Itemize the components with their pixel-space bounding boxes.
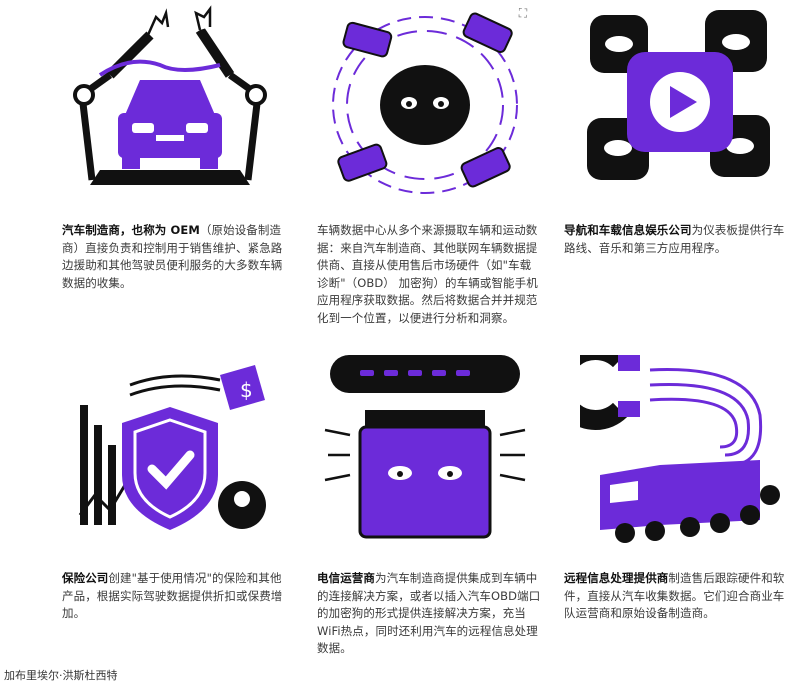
caption-navigation: 导航和车载信息娱乐公司为仪表板提供行车路线、音乐和第三方应用程序。 <box>564 222 788 257</box>
caption-telecom: 电信运营商为汽车制造商提供集成到车辆中的连接解决方案，或者以插入汽车OBD端口的… <box>317 570 542 658</box>
caption-navigation-bold: 导航和车载信息娱乐公司 <box>564 223 692 237</box>
caption-telecom-text: 为汽车制造商提供集成到车辆中的连接解决方案，或者以插入汽车OBD端口的加密狗的形… <box>317 571 541 655</box>
caption-insurance-text: 创建"基于使用情况"的保险和其他产品，根据实际驾驶数据提供折扣或保费增加。 <box>62 571 283 620</box>
caption-insurance: 保险公司创建"基于使用情况"的保险和其他产品，根据实际驾驶数据提供折扣或保费增加… <box>62 570 290 623</box>
illustration-data-hub-cars <box>325 5 525 205</box>
caption-data-hub: 车辆数据中心从多个来源摄取车辆和运动数据：来自汽车制造商、其他联网车辆数据提供商… <box>317 222 542 327</box>
caption-oem-text: （原始设备制造商）直接负责和控制用于销售维护、紧急路边援助和其他驾驶员便利服务的… <box>62 223 283 290</box>
illustration-play-screens <box>585 10 775 190</box>
illustration-robot-arms-car <box>70 5 270 200</box>
illustration-magnet-truck <box>580 355 790 555</box>
caption-insurance-bold: 保险公司 <box>62 571 109 585</box>
caption-telecom-bold: 电信运营商 <box>317 571 375 585</box>
caption-telematics-text: 制造售后跟踪硬件和软件，直接从汽车收集数据。它们迎合商业车队运营商和原始设备制造… <box>564 571 785 620</box>
caption-oem-bold: 汽车制造商，也称为 OEM <box>62 223 200 237</box>
caption-navigation-text: 为仪表板提供行车路线、音乐和第三方应用程序。 <box>564 223 785 255</box>
image-credit: 加布里埃尔·洪斯杜西特 <box>4 669 118 682</box>
svg-text:$: $ <box>240 378 253 402</box>
caption-data-hub-text: 车辆数据中心从多个来源摄取车辆和运动数据：来自汽车制造商、其他联网车辆数据提供商… <box>317 223 538 325</box>
caption-oem: 汽车制造商，也称为 OEM（原始设备制造商）直接负责和控制用于销售维护、紧急路边… <box>62 222 290 292</box>
caption-telematics: 远程信息处理提供商制造售后跟踪硬件和软件，直接从汽车收集数据。它们迎合商业车队运… <box>564 570 788 623</box>
expand-icon[interactable]: ⛶ <box>518 6 528 20</box>
caption-telematics-bold: 远程信息处理提供商 <box>564 571 669 585</box>
illustration-shield-price-tag: $ <box>70 365 270 540</box>
illustration-telecom-device <box>320 355 530 545</box>
